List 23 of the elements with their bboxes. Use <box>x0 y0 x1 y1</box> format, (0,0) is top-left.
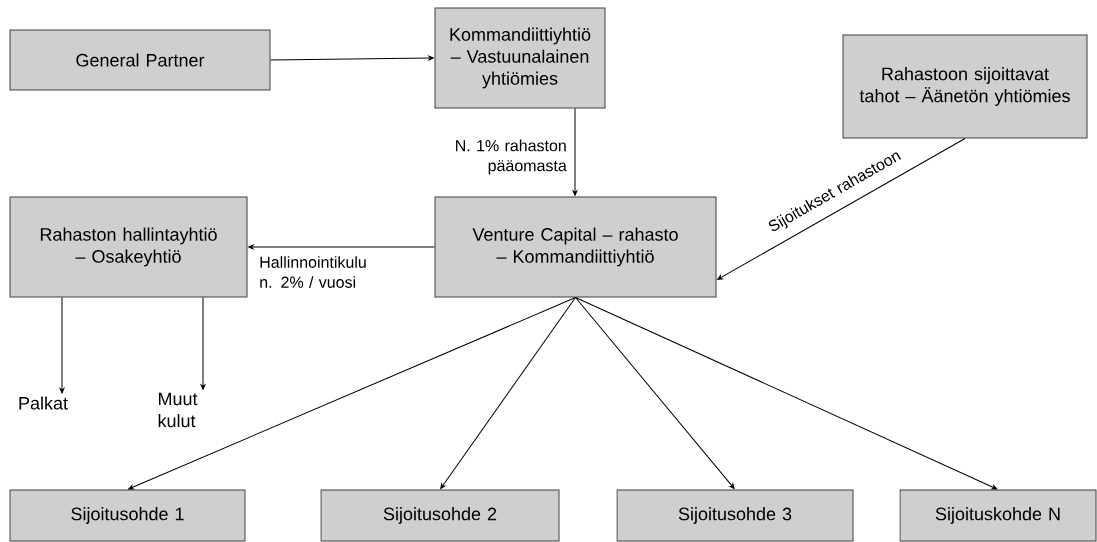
arrow <box>575 297 998 490</box>
arrow <box>270 55 434 61</box>
process-box: Sijoituskohde N <box>899 489 1097 542</box>
arrow <box>200 297 206 390</box>
process-box: Venture Capital – rahasto – Kommandiittiyhtiö <box>434 196 717 298</box>
text-label: Muut kulut <box>158 392 198 428</box>
process-box: Sijoitusohde 2 <box>320 489 560 542</box>
arrow <box>572 108 578 196</box>
arrow <box>717 138 966 280</box>
process-box: Kommandiittiyhtiö – Vastuunalainen yhtiömies <box>434 7 606 109</box>
arrow <box>575 297 735 490</box>
arrow <box>440 297 576 489</box>
edge-label: Hallinnointikulu n. 2% / vuosi <box>260 256 366 288</box>
edge-label: N. 1% rahaston pääomasta <box>456 139 567 175</box>
process-box: Rahastoon sijoittavat tahot – Äänetön yhtiömies <box>842 34 1088 139</box>
process-box: Rahaston hallintayhtiö – Osakeyhtiö <box>9 196 248 298</box>
process-box: Sijoitusohde 3 <box>616 489 854 542</box>
arrow <box>248 244 435 250</box>
text-label: Palkat <box>19 396 68 410</box>
process-box: General Partner <box>9 29 271 91</box>
process-box: Sijoitusohde 1 <box>9 489 246 542</box>
arrow <box>128 297 576 490</box>
arrow <box>59 297 65 394</box>
